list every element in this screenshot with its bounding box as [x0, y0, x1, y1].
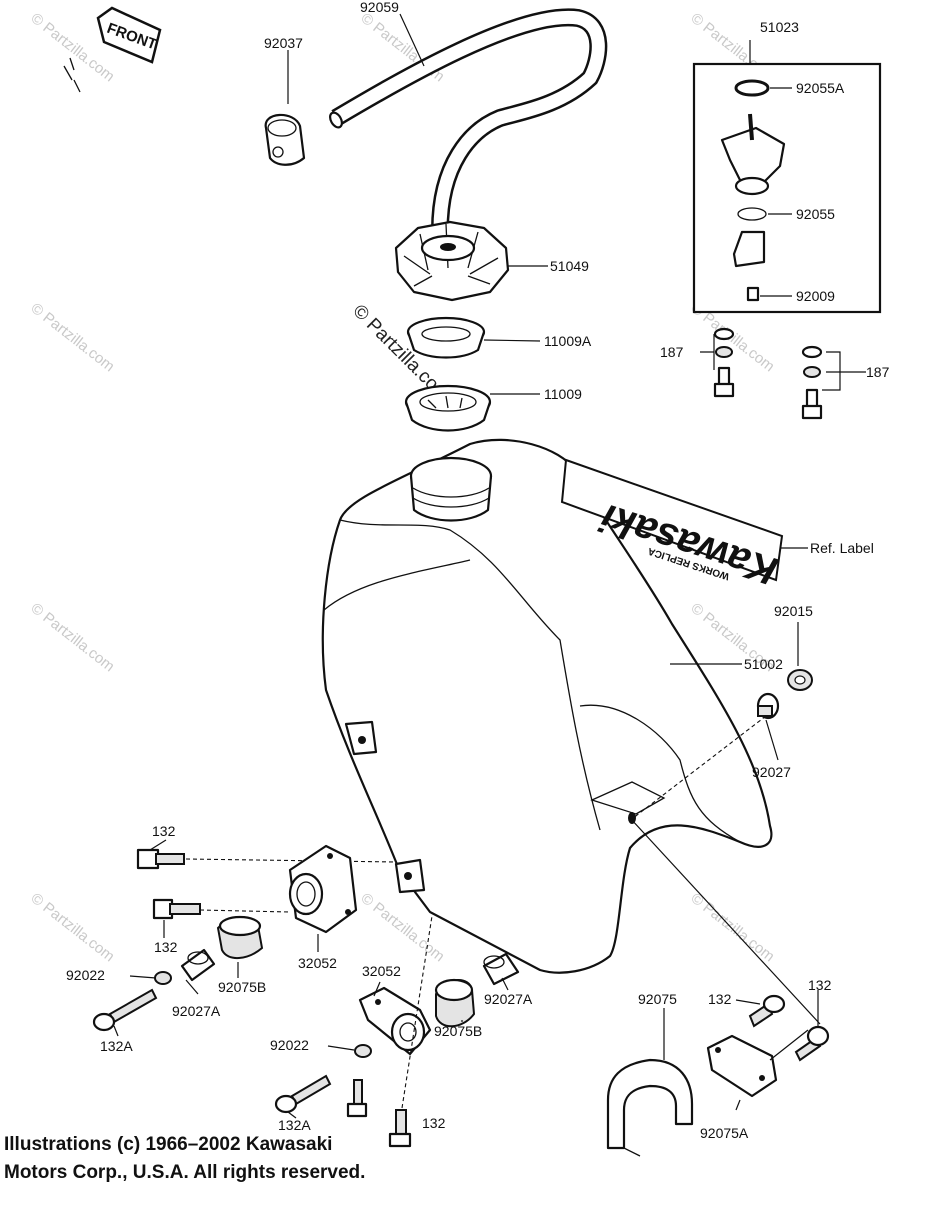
bolt-132-a: [136, 848, 185, 870]
label-washer-left: 92022: [66, 967, 105, 983]
bolt-132A-left: [92, 988, 158, 1032]
bolt-132-bottom: [388, 1109, 412, 1148]
watermark-6: © Partzilla.com: [28, 600, 118, 676]
label-bolt-set-right: 187: [866, 364, 890, 380]
label-rubber-strap: 92075: [638, 991, 677, 1007]
part-labels: 92059 92037 51023 92055A 92055 92009 510…: [66, 0, 890, 1141]
damper-center: [434, 978, 476, 1028]
label-clamp: 92037: [264, 35, 303, 51]
rubber-strap: [606, 1058, 694, 1157]
label-side-bolt: 92027: [752, 764, 791, 780]
label-bracket-left: 32052: [298, 955, 337, 971]
fuel-tank: [321, 438, 773, 974]
collar-center: [482, 952, 520, 986]
label-cap: 51049: [550, 258, 589, 274]
collar-left: [180, 948, 216, 982]
watermark-9: © Partzilla.com: [28, 890, 118, 966]
label-bolt-132-b: 132: [154, 939, 178, 955]
label-tank: 51002: [744, 656, 783, 672]
watermark-4: © Partzilla.com: [28, 300, 118, 376]
label-bolt-132A-center: 132A: [278, 1117, 311, 1133]
cap-gasket-a: [406, 316, 486, 359]
cap-gasket: [404, 384, 492, 432]
label-bolt-132-right-b: 132: [808, 977, 832, 993]
bolt-132A-vertical: [346, 1079, 368, 1118]
label-washer-center: 92022: [270, 1037, 309, 1053]
label-ref-label: Ref. Label: [810, 540, 874, 556]
washer-left: [154, 971, 172, 985]
copyright-line-1: Illustrations (c) 1966–2002 Kawasaki: [4, 1134, 333, 1155]
bolt-set-left: [713, 327, 735, 398]
label-oring-a: 92055A: [796, 80, 845, 96]
fuel-cock-assembly: [692, 40, 882, 314]
label-damper-center: 92075B: [434, 1023, 482, 1039]
label-collar-left: 92027A: [172, 1003, 221, 1019]
watermark-11: © Partzilla.com: [688, 890, 778, 966]
side-mount-bolt: [756, 692, 780, 720]
bolt-132-right-b: [794, 1025, 830, 1062]
grommet-top: [787, 669, 813, 691]
label-bolt-set-left: 187: [660, 344, 684, 360]
label-cock-assy: 51023: [760, 19, 799, 35]
label-collar-center: 92027A: [484, 991, 533, 1007]
bracket-center: [358, 986, 432, 1056]
bracket-left: [288, 844, 358, 934]
label-cap-gasket-a: 11009A: [544, 333, 592, 349]
label-bolt-132A-left: 132A: [100, 1038, 133, 1054]
hose-clamp: [264, 113, 306, 166]
label-bracket-center: 32052: [362, 963, 401, 979]
bolt-132-right-a: [748, 994, 786, 1028]
label-damper-right: 92075A: [700, 1125, 749, 1141]
label-damper-left: 92075B: [218, 979, 266, 995]
bolt-132A-center: [274, 1074, 332, 1114]
label-bolt-132-bottom: 132: [422, 1115, 446, 1131]
label-hose: 92059: [360, 0, 399, 15]
label-bolt-132-right-a: 132: [708, 991, 732, 1007]
copyright-notice: Illustrations (c) 1966–2002 Kawasaki Mot…: [4, 1131, 524, 1187]
label-bolt-132-a: 132: [152, 823, 176, 839]
label-cap-gasket: 11009: [544, 386, 582, 402]
label-grommet-top: 92015: [774, 603, 813, 619]
bolt-132-b: [152, 898, 201, 920]
damper-right: [706, 1034, 778, 1098]
fuel-cap: [394, 220, 510, 302]
copyright-line-2: Motors Corp., U.S.A. All rights reserved…: [4, 1162, 366, 1183]
damper-left: [216, 915, 264, 959]
washer-center: [354, 1044, 372, 1058]
fuel-hose: [329, 8, 608, 231]
bolt-set-right: [801, 345, 823, 420]
label-screw-cock: 92009: [796, 288, 835, 304]
label-oring: 92055: [796, 206, 835, 222]
leader-lines: [113, 13, 866, 1119]
